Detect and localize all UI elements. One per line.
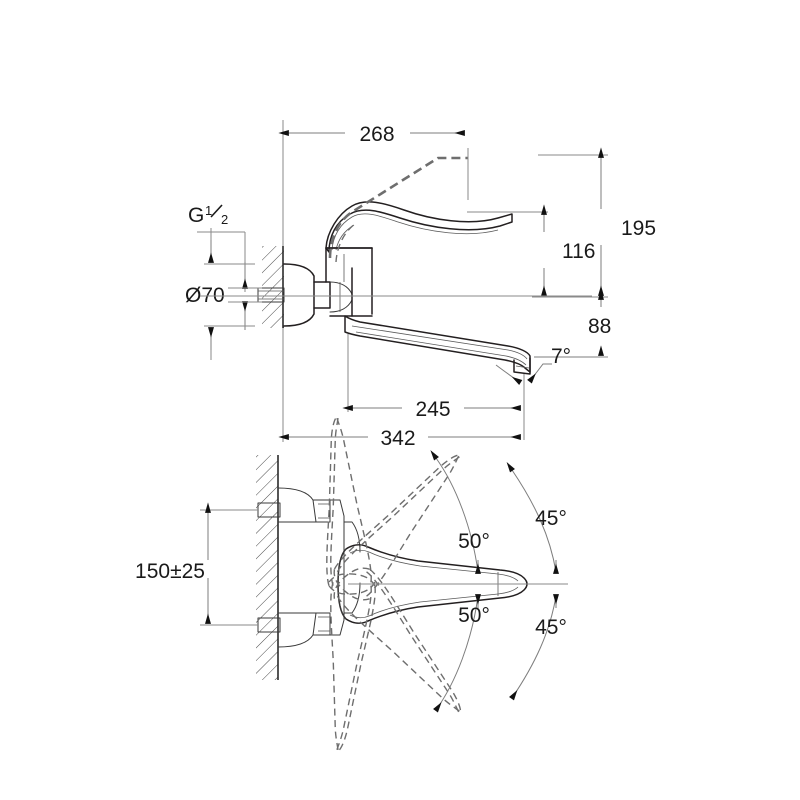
angle-45-lower-label: 45° bbox=[535, 616, 567, 639]
plan-mixer-body bbox=[329, 499, 361, 636]
dimension-150-label: 150±25 bbox=[135, 560, 205, 583]
side-elevation-view: 268 195 116 88 bbox=[185, 120, 656, 450]
dimension-245-label: 245 bbox=[415, 398, 450, 421]
lever-handle bbox=[325, 201, 513, 253]
dimension-7deg-label: 7° bbox=[551, 345, 571, 368]
wall-flange bbox=[283, 263, 331, 327]
thread-label-numerator: 1 bbox=[205, 203, 212, 218]
dimension-245: 245 bbox=[342, 334, 521, 421]
thread-label-denominator: 2 bbox=[221, 212, 228, 227]
outlet-angle-7deg: 7° bbox=[495, 345, 600, 398]
dimension-150-pm-25: 150±25 bbox=[135, 502, 258, 626]
dimension-116-label: 116 bbox=[562, 240, 595, 263]
dimension-88-label: 88 bbox=[588, 315, 611, 338]
angle-45-upper-label: 45° bbox=[535, 507, 567, 530]
spout-arm bbox=[344, 315, 531, 375]
spout-swivel-phantoms bbox=[326, 415, 462, 753]
angle-50-upper-label: 50° bbox=[458, 530, 490, 553]
dimension-342: 342 bbox=[278, 398, 525, 450]
lever-handle-phantom-up bbox=[328, 156, 468, 263]
thread-label-g: G bbox=[188, 204, 204, 227]
inlet-connector bbox=[257, 287, 285, 303]
wall-section bbox=[262, 246, 284, 328]
angle-50-lower-label: 50° bbox=[458, 604, 490, 627]
plan-flange-upper bbox=[277, 487, 331, 523]
dimension-342-label: 342 bbox=[380, 427, 415, 450]
dimension-268-label: 268 bbox=[359, 123, 394, 146]
thread-callout-g-half: G 1 2 bbox=[188, 203, 262, 330]
plan-view: 50° 50° 45° 45° 150±25 bbox=[135, 415, 568, 753]
plan-flange-lower bbox=[277, 612, 331, 648]
dimension-116: 116 bbox=[467, 204, 595, 296]
dimension-268: 268 bbox=[278, 123, 469, 200]
dimension-195-label: 195 bbox=[621, 217, 656, 240]
plan-wall-section bbox=[256, 455, 279, 680]
swivel-angle-arcs bbox=[430, 450, 559, 713]
